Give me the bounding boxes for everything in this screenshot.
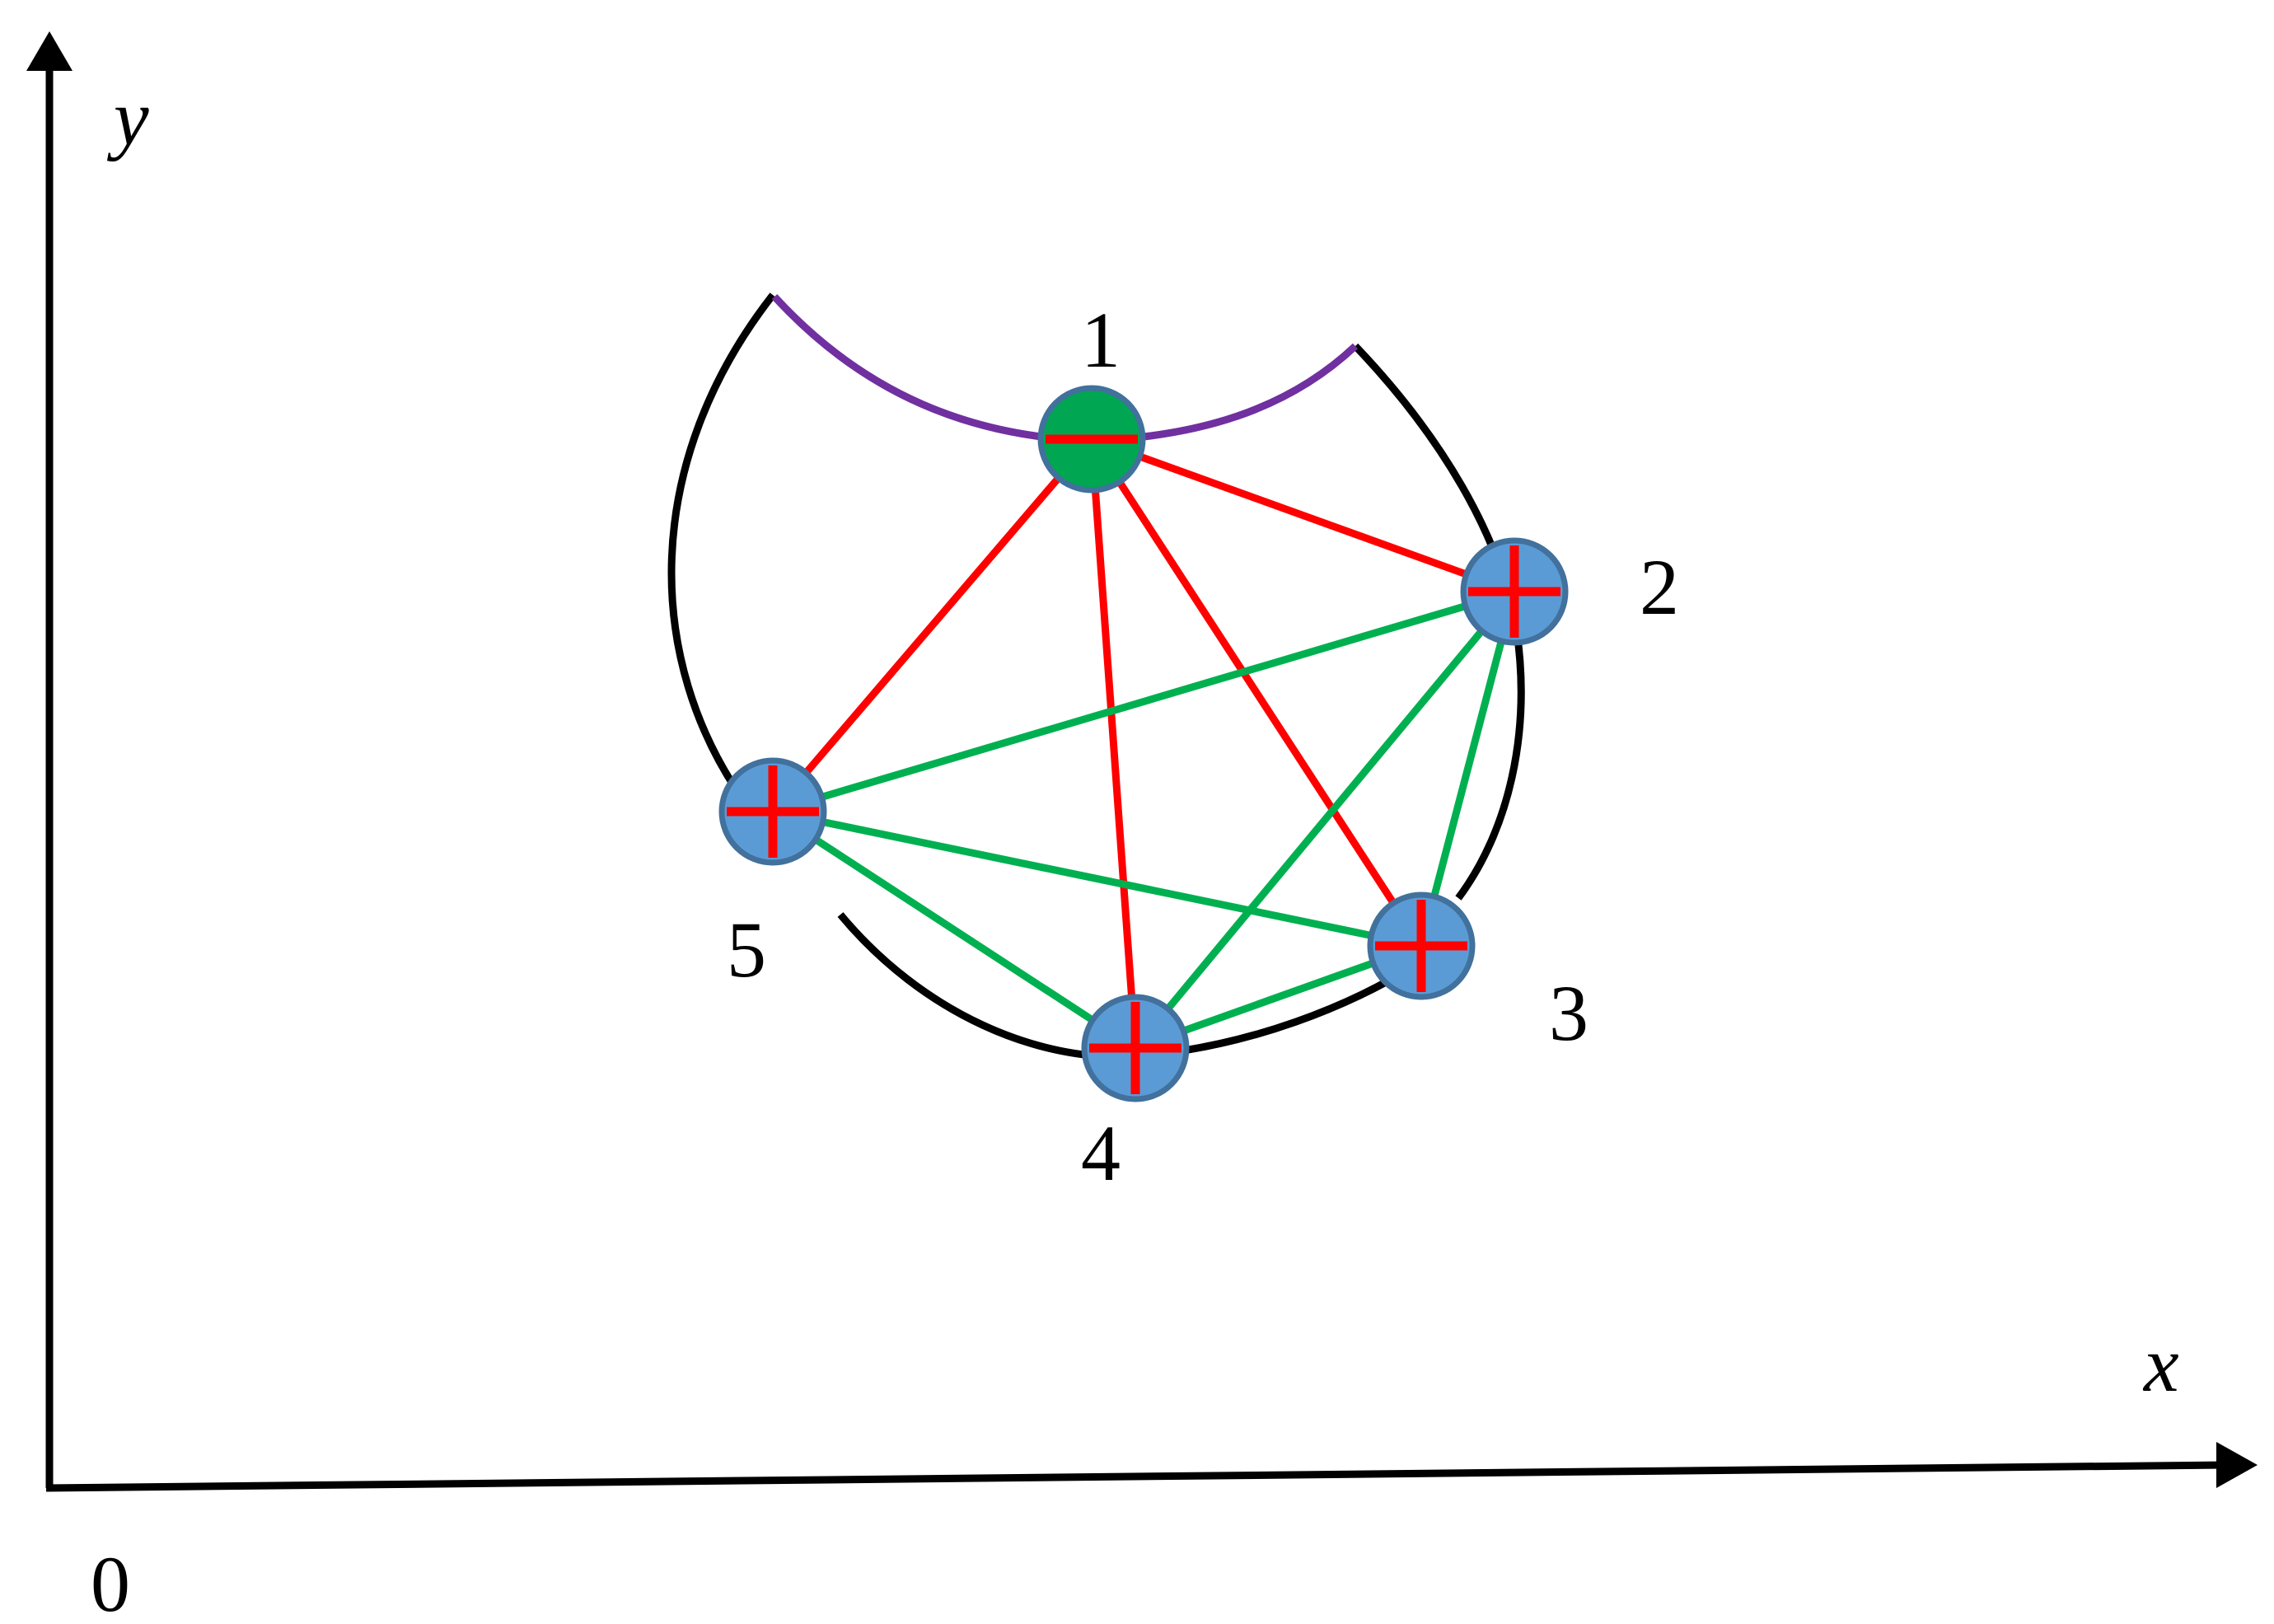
- node-1: 1: [1037, 296, 1146, 494]
- axes: y x 0: [26, 31, 2258, 1624]
- edge-2-4: [1132, 589, 1518, 1051]
- edge-1-5: [770, 437, 1095, 814]
- origin-label: 0: [91, 1540, 130, 1624]
- y-axis-label: y: [106, 73, 149, 161]
- node-5: 5: [718, 757, 827, 994]
- edges: [770, 435, 1518, 1052]
- edge-1-3: [1088, 437, 1425, 948]
- node-label-3: 3: [1549, 969, 1589, 1057]
- y-axis-arrowhead: [26, 31, 73, 71]
- nodes: 1 2 3 4 5: [718, 296, 1679, 1197]
- node-label-4: 4: [1081, 1109, 1121, 1197]
- edge-2-3: [1417, 590, 1518, 948]
- node-3: 3: [1367, 892, 1589, 1057]
- node-label-5: 5: [727, 906, 766, 994]
- edge-2-5: [771, 587, 1516, 816]
- left-boundary-arc: [667, 293, 776, 806]
- edge-5-3: [772, 807, 1422, 950]
- x-axis: [45, 1461, 2225, 1492]
- node-label-1: 1: [1081, 296, 1121, 384]
- edge-1-2: [1090, 435, 1516, 596]
- node-4: 4: [1081, 994, 1190, 1197]
- edge-5-4: [770, 808, 1138, 1051]
- x-axis-arrowhead: [2216, 1442, 2258, 1488]
- node-label-2: 2: [1640, 543, 1679, 631]
- edge-1-4: [1088, 438, 1139, 1049]
- node-2: 2: [1460, 537, 1679, 646]
- x-axis-label: x: [2142, 1320, 2179, 1408]
